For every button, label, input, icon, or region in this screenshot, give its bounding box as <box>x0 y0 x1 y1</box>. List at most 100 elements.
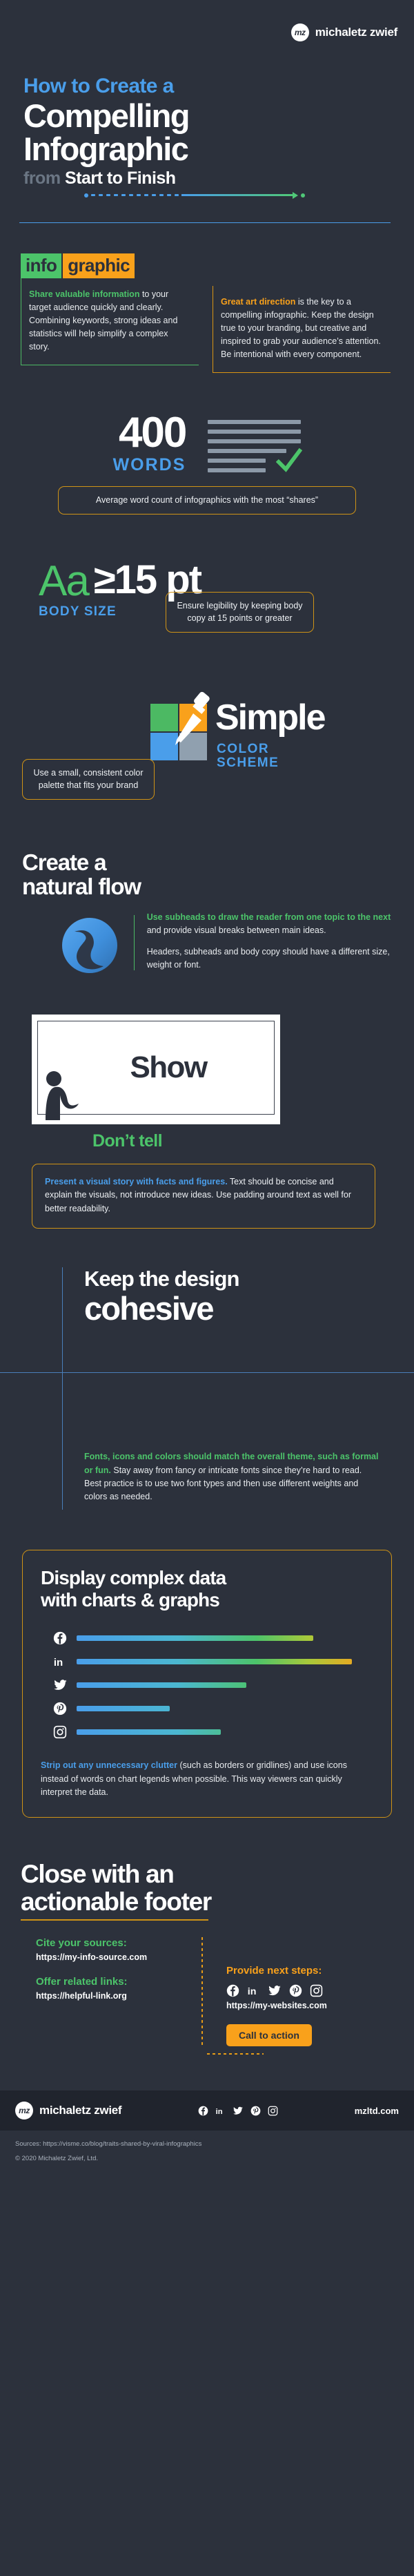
word-tags: info graphic <box>21 253 199 278</box>
hero-line-4-rest: Start to Finish <box>65 168 176 188</box>
cite-sources-url[interactable]: https://my-info-source.com <box>36 1952 148 1963</box>
natural-flow-title: Create a natural flow <box>22 849 414 899</box>
body-size-value: ≥15 pt <box>93 557 202 602</box>
chart-foot-body: (such as borders or gridlines) and use i… <box>41 1760 347 1797</box>
header-brand: mz michaletz zwief <box>0 0 414 41</box>
cohesive-section: Keep the design cohesive Fonts, icons an… <box>0 1267 414 1510</box>
close-underline <box>21 1919 208 1921</box>
svg-text:in: in <box>248 1987 257 1998</box>
bar-chart: in <box>53 1626 373 1744</box>
hero-line-4: from Start to Finish <box>23 168 414 188</box>
divider <box>19 222 391 223</box>
arrow-head-icon <box>293 191 298 199</box>
footer-bar: mz michaletz zwief in mzltd.com <box>0 2090 414 2131</box>
word-count-stat: 400 WORDS <box>113 411 188 475</box>
hero-line-4-muted: from <box>23 168 61 188</box>
facebook-icon[interactable] <box>226 1984 239 1997</box>
related-links-label: Offer related links: <box>36 1976 128 1988</box>
flow-body-1: and provide visual breaks between main i… <box>146 925 326 936</box>
natural-flow-section: Create a natural flow Use subheads to dr… <box>0 849 414 975</box>
swatch-green <box>150 703 178 731</box>
bar-linkedin <box>77 1659 353 1665</box>
facebook-icon <box>53 1631 77 1645</box>
body-size-headline: Aa≥15 pt <box>39 557 414 605</box>
sources-line: Sources: https://visme.co/blog/traits-sh… <box>15 2140 202 2149</box>
info-body: Share valuable information to your targe… <box>21 278 199 365</box>
close-dotted-bottom <box>207 2053 264 2055</box>
arrow-end-dot-icon <box>301 193 305 198</box>
footer-url[interactable]: mzltd.com <box>354 2105 399 2116</box>
svg-text:in: in <box>54 1657 63 1669</box>
hero-line-3: Infographic <box>23 130 189 167</box>
bar-instagram <box>77 1729 221 1736</box>
linkedin-icon[interactable]: in <box>215 2106 226 2116</box>
presenter-silhouette-icon <box>46 1071 79 1121</box>
chart-card-title-line2: with charts & graphs <box>41 1589 220 1611</box>
chart-foot-keyword: Strip out any unnecessary clutter <box>41 1760 177 1771</box>
color-scheme-label-line2: SCHEME <box>217 756 279 771</box>
related-links-url[interactable]: https://helpful-link.org <box>36 1991 127 2001</box>
close-left-column: Cite your sources: https://my-info-sourc… <box>21 1937 201 2046</box>
pinterest-icon[interactable] <box>289 1984 302 1997</box>
instagram-icon[interactable] <box>310 1984 323 1997</box>
instagram-icon[interactable] <box>268 2106 278 2116</box>
bar-twitter <box>77 1682 246 1689</box>
color-scheme-section: Simple COLOR SCHEME Use a small, consist… <box>0 691 414 813</box>
close-social-row: in <box>226 1984 414 1997</box>
aa-glyph-icon: Aa <box>39 557 90 605</box>
flow-keyword: Use subheads to draw the reader from one… <box>146 912 391 923</box>
linkedin-icon: in <box>53 1655 77 1669</box>
color-scheme-label: COLOR SCHEME <box>217 742 279 771</box>
body-size-note: Ensure legibility by keeping body copy a… <box>166 591 314 633</box>
arrow-dashes <box>91 194 179 197</box>
word-count-section: 400 WORDS <box>0 411 414 475</box>
linkedin-icon[interactable]: in <box>247 1984 260 1998</box>
bar-facebook <box>77 1635 314 1642</box>
arrow-start-dot-icon <box>84 193 88 198</box>
graphic-column: Great art direction is the key to a comp… <box>213 253 391 373</box>
footer-brand: mz michaletz zwief <box>15 2102 122 2120</box>
close-title: Close with an actionable footer <box>21 1861 414 1915</box>
cohesive-keyword: Fonts, icons and colors should match the… <box>84 1452 379 1475</box>
next-steps-label: Provide next steps: <box>226 1965 322 1977</box>
logo-mark-icon: mz <box>15 2102 33 2120</box>
chart-row <box>53 1720 373 1744</box>
call-to-action-button[interactable]: Call to action <box>226 2024 312 2047</box>
show-dont-tell-section: Show Don’t tell <box>0 1015 414 1151</box>
simple-word: Simple <box>215 697 326 738</box>
twitter-icon[interactable] <box>233 2106 244 2116</box>
cohesive-title: Keep the design cohesive <box>0 1267 414 1325</box>
close-columns: Cite your sources: https://my-info-sourc… <box>21 1937 414 2047</box>
natural-flow-title-line2: natural flow <box>22 873 141 899</box>
graphic-keyword: Great art direction <box>221 296 296 307</box>
chart-row <box>53 1697 373 1720</box>
close-section: Close with an actionable footer Cite you… <box>0 1861 414 2055</box>
text-lines-icon <box>208 419 303 475</box>
hero-line-2: Compelling <box>23 97 190 134</box>
flow-body-2: Headers, subheads and body copy should h… <box>146 946 390 970</box>
whiteboard: Show <box>32 1015 280 1125</box>
cite-sources-label: Cite your sources: <box>36 1937 127 1950</box>
close-title-line1: Close with an <box>21 1860 175 1889</box>
whiteboard-inner: Show <box>37 1021 275 1115</box>
flow-swirl-icon <box>62 918 117 974</box>
facebook-icon[interactable] <box>198 2106 208 2116</box>
close-dotted-divider <box>201 1937 203 2047</box>
cohesive-body: Fonts, icons and colors should match the… <box>0 1325 414 1504</box>
progress-arrow-icon <box>84 191 305 199</box>
natural-flow-text: Use subheads to draw the reader from one… <box>147 911 414 972</box>
color-scheme-label-line1: COLOR <box>217 741 270 756</box>
chart-card-title-line1: Display complex data <box>41 1566 226 1588</box>
twitter-icon[interactable] <box>268 1984 282 1997</box>
brand-name: michaletz zwief <box>315 26 398 39</box>
instagram-icon <box>53 1725 77 1739</box>
graphic-body: Great art direction is the key to a comp… <box>213 285 391 373</box>
show-note-keyword: Present a visual story with facts and fi… <box>45 1177 228 1187</box>
next-steps-url[interactable]: https://my-websites.com <box>226 2001 327 2011</box>
flow-divider <box>134 915 135 971</box>
cohesive-horizontal-rule <box>0 1372 414 1374</box>
pinterest-icon[interactable] <box>250 2106 261 2116</box>
close-title-line2: actionable footer <box>21 1887 212 1916</box>
body-size-label: BODY SIZE <box>39 604 117 619</box>
paintbrush-icon <box>175 691 210 745</box>
